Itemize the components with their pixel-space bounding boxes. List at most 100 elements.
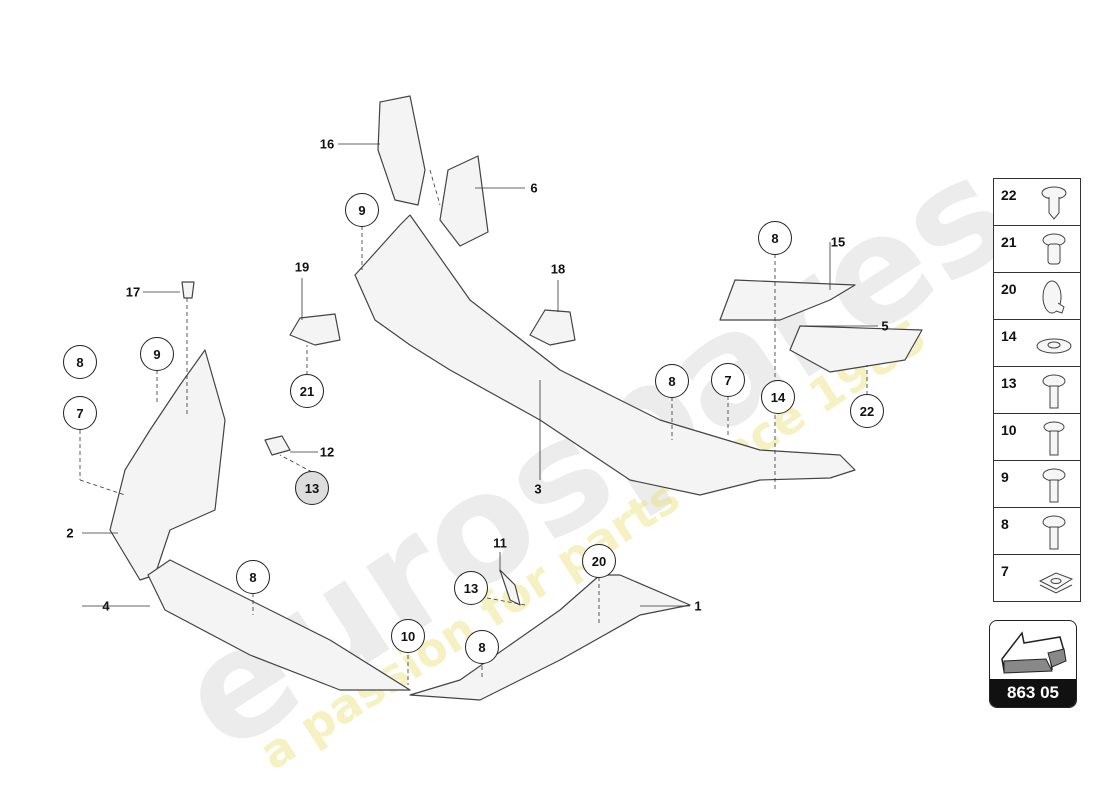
legend-number: 13 xyxy=(1001,375,1017,391)
callout-number: 9 xyxy=(153,346,161,362)
callout-17: 17 xyxy=(126,285,140,300)
callout-number: 14 xyxy=(770,389,786,405)
part-17 xyxy=(181,281,195,299)
callout-7: 7 xyxy=(63,396,97,430)
callout-number: 22 xyxy=(859,403,875,419)
part-19 xyxy=(289,313,341,346)
part-15 xyxy=(719,279,856,321)
callout-number: 5 xyxy=(881,318,889,334)
callout-3: 3 xyxy=(534,482,541,497)
callout-number: 9 xyxy=(358,202,366,218)
callout-19: 19 xyxy=(295,260,309,275)
callout-20: 20 xyxy=(582,544,616,578)
diagram-code: 863 05 xyxy=(990,679,1076,707)
legend-number: 22 xyxy=(1001,187,1017,203)
callout-4: 4 xyxy=(102,599,109,614)
callout-number: 8 xyxy=(249,569,257,585)
part-6 xyxy=(439,155,489,247)
legend-number: 7 xyxy=(1001,563,1009,579)
clip-screw-icon xyxy=(1041,186,1067,220)
callout-12: 12 xyxy=(320,445,334,460)
screw-icon xyxy=(1042,468,1066,503)
callout-number: 7 xyxy=(76,405,84,421)
callout-number: 7 xyxy=(724,372,732,388)
fastener-legend: 22 21 20 14 13 10 9 8 7 xyxy=(993,178,1081,602)
callout-8: 8 xyxy=(655,364,689,398)
callout-number: 11 xyxy=(493,535,507,551)
callout-number: 3 xyxy=(534,481,542,497)
callout-number: 8 xyxy=(668,373,676,389)
callout-number: 8 xyxy=(76,354,84,370)
part-3-cowl xyxy=(354,214,856,496)
part-2-left xyxy=(109,349,226,581)
callout-number: 12 xyxy=(319,444,335,460)
speed-nut-icon xyxy=(1038,572,1074,594)
legend-number: 10 xyxy=(1001,422,1017,438)
callout-number: 17 xyxy=(125,284,141,300)
callout-7: 7 xyxy=(711,363,745,397)
part-1 xyxy=(409,574,691,701)
callout-number: 13 xyxy=(463,580,479,596)
callout-1: 1 xyxy=(694,599,701,614)
callout-number: 20 xyxy=(591,553,607,569)
callout-8: 8 xyxy=(465,630,499,664)
callout-number: 10 xyxy=(400,628,416,644)
callout-9: 9 xyxy=(345,193,379,227)
callout-10: 10 xyxy=(391,619,425,653)
callout-number: 6 xyxy=(530,180,538,196)
legend-item-7: 7 xyxy=(994,555,1080,601)
callout-number: 13 xyxy=(304,480,320,496)
callout-21: 21 xyxy=(290,374,324,408)
callout-number: 4 xyxy=(102,598,110,614)
part-11 xyxy=(499,569,521,606)
callout-number: 19 xyxy=(294,259,310,275)
diagram-reference-badge: 863 05 xyxy=(989,620,1077,708)
part-4 xyxy=(147,559,411,691)
callout-18: 18 xyxy=(551,262,565,277)
callout-number: 2 xyxy=(66,525,74,541)
callout-11: 11 xyxy=(493,536,507,551)
callout-number: 18 xyxy=(550,261,566,277)
callout-22: 22 xyxy=(850,394,884,428)
legend-item-22: 22 xyxy=(994,179,1080,226)
callout-number: 15 xyxy=(830,234,846,250)
legend-item-8: 8 xyxy=(994,508,1080,555)
legend-number: 21 xyxy=(1001,234,1017,250)
callout-6: 6 xyxy=(530,181,537,196)
part-5 xyxy=(789,325,923,373)
callout-8: 8 xyxy=(236,560,270,594)
callout-number: 8 xyxy=(478,639,486,655)
legend-item-20: 20 xyxy=(994,273,1080,320)
rivet-icon xyxy=(1042,233,1066,265)
part-18 xyxy=(529,309,576,346)
legend-item-9: 9 xyxy=(994,461,1080,508)
callout-number: 21 xyxy=(299,383,315,399)
legend-number: 9 xyxy=(1001,469,1009,485)
callout-number: 8 xyxy=(771,230,779,246)
legend-item-14: 14 xyxy=(994,320,1080,367)
part-12 xyxy=(264,435,291,456)
callout-14: 14 xyxy=(761,380,795,414)
legend-number: 20 xyxy=(1001,281,1017,297)
legend-number: 14 xyxy=(1001,328,1017,344)
legend-item-10: 10 xyxy=(994,414,1080,461)
part-16 xyxy=(377,95,426,206)
legend-number: 8 xyxy=(1001,516,1009,532)
callout-13: 13 xyxy=(295,471,329,505)
callout-13: 13 xyxy=(454,571,488,605)
legend-item-21: 21 xyxy=(994,226,1080,273)
bolt-icon xyxy=(1043,421,1065,456)
callout-15: 15 xyxy=(831,235,845,250)
leader-lines xyxy=(79,143,878,685)
screw-icon xyxy=(1042,515,1066,550)
clip-icon xyxy=(1042,280,1065,314)
callout-9: 9 xyxy=(140,337,174,371)
arrow-icon xyxy=(1001,631,1067,674)
callout-number: 16 xyxy=(319,136,335,152)
screw-icon xyxy=(1042,374,1066,409)
legend-item-13: 13 xyxy=(994,367,1080,414)
callout-number: 1 xyxy=(694,598,702,614)
washer-icon xyxy=(1036,338,1072,354)
